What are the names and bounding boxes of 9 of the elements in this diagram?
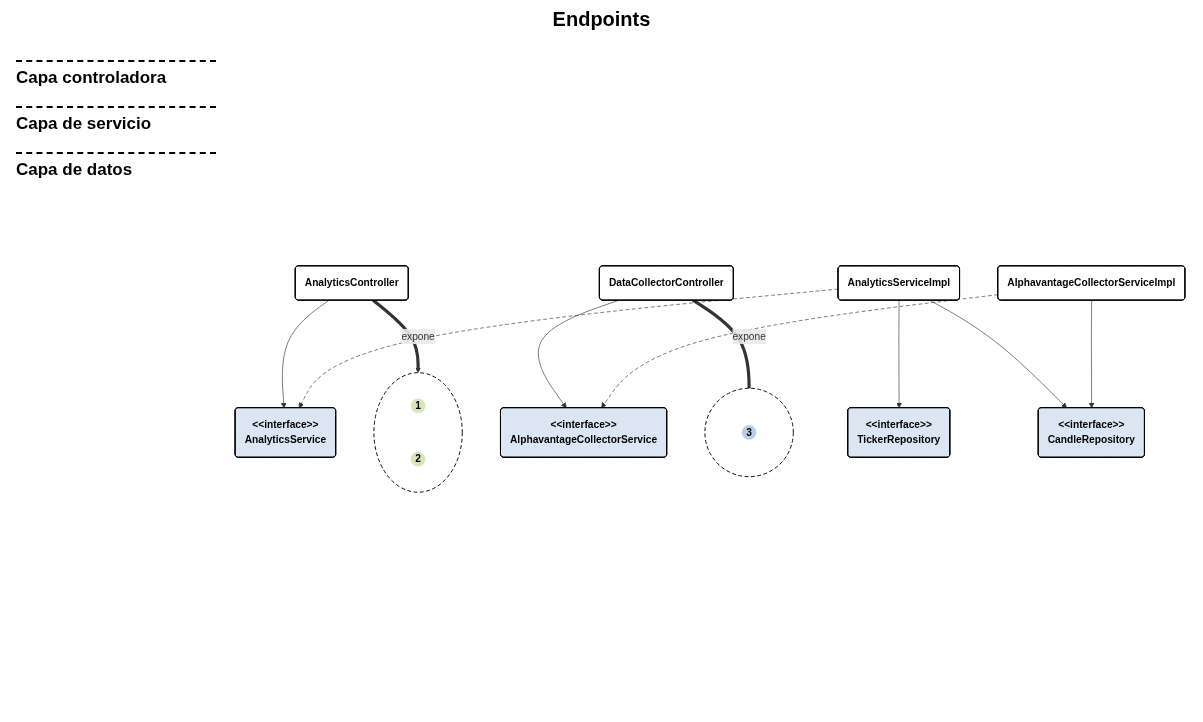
layer-label: Capa de servicio — [16, 106, 216, 134]
edge-label: expone — [401, 330, 435, 342]
layer-label: Capa controladora — [16, 60, 216, 88]
diagram-title: Endpoints — [551, 8, 652, 31]
node-circle: 2 — [410, 451, 426, 468]
node-circle: 1 — [410, 397, 426, 414]
edge-label: expone — [732, 330, 766, 342]
node-circle: 3 — [741, 424, 758, 441]
layer-label: Capa de datos — [16, 152, 216, 180]
